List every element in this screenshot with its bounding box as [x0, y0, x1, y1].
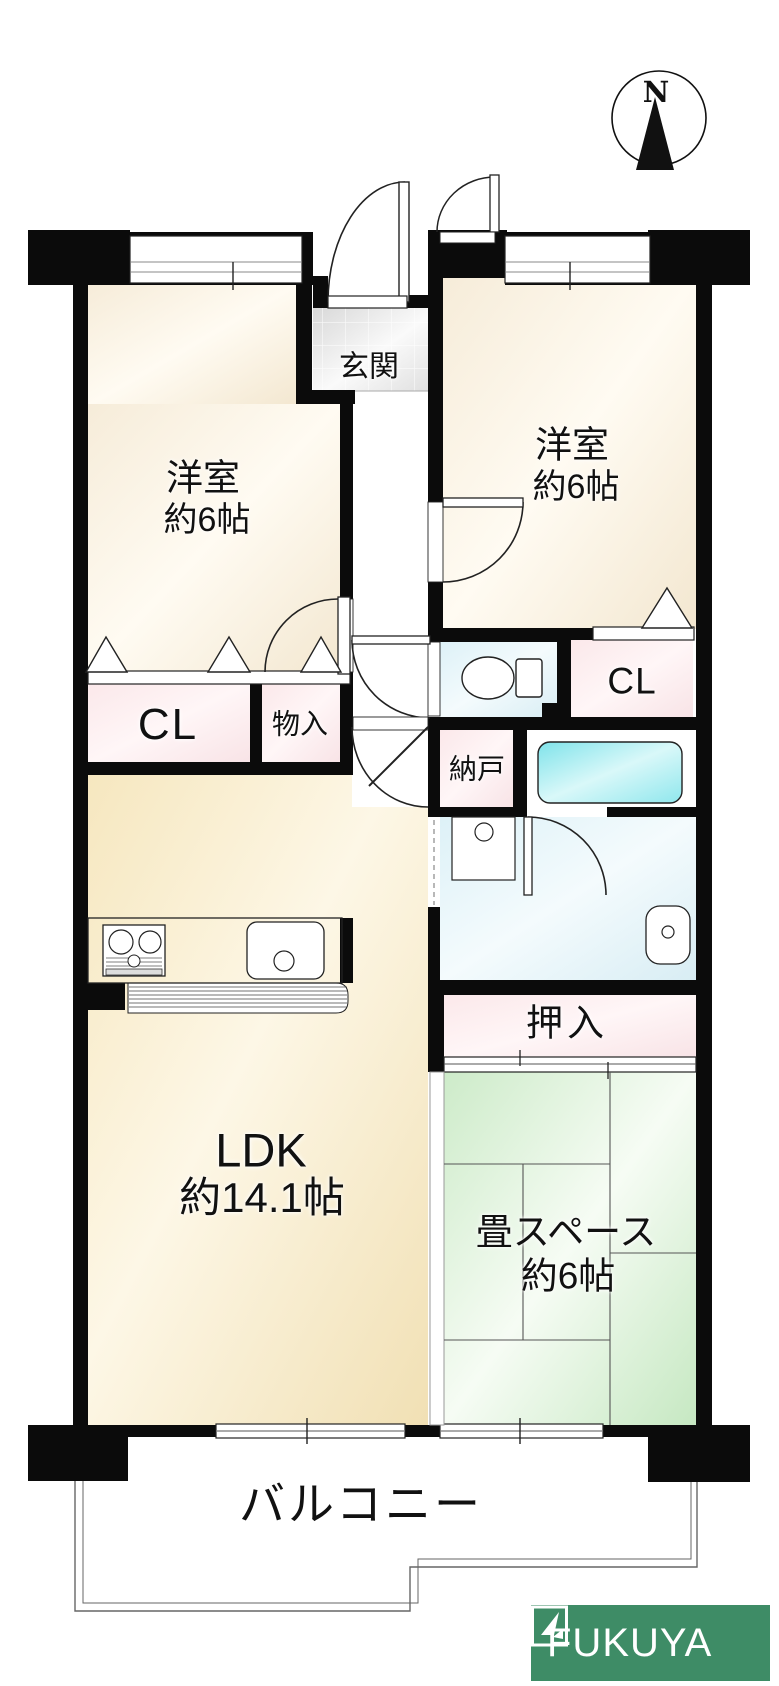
room-closet-right — [571, 640, 693, 718]
room-label-western-right: 洋室 — [535, 424, 609, 466]
room-label-tatami: 畳スペース — [475, 1211, 657, 1253]
pillar-top-right — [648, 230, 750, 285]
window-top-right — [504, 235, 651, 290]
doors — [264, 174, 607, 896]
ldk-tatami-partition — [429, 1071, 445, 1426]
room-size-western-right: 約6帖 — [532, 468, 620, 507]
room-fills — [88, 278, 696, 1425]
folding-door-icon — [299, 635, 343, 673]
fukuya-logo-text: FUKUYA — [547, 1620, 713, 1665]
balcony-outline — [74, 1481, 698, 1612]
room-tatami — [444, 1072, 696, 1425]
pillar-bottom-right — [648, 1425, 750, 1482]
kitchen-sink-icon — [246, 921, 325, 980]
washbasin-icon — [645, 905, 691, 965]
window-balcony-left — [215, 1418, 406, 1444]
folding-door-icon — [206, 635, 252, 673]
toilet-icon — [461, 656, 543, 700]
folding-door-icon — [640, 586, 694, 629]
closet-doors — [87, 626, 697, 1426]
compass-north-needle-icon — [636, 97, 674, 170]
room-storage — [440, 730, 513, 808]
closet-right-front — [592, 626, 695, 641]
folding-door-icon — [84, 635, 129, 673]
closet-left-front — [87, 670, 351, 685]
room-label-oshiire: 押入 — [526, 1002, 608, 1044]
room-size-western-left: 約6帖 — [163, 501, 251, 540]
room-size-tatami: 約6帖 — [520, 1255, 616, 1297]
wall-outer-left — [73, 285, 88, 1425]
entrance-side-door — [436, 174, 500, 244]
kitchen-counter-hatch — [127, 982, 349, 1014]
room-western-left — [88, 404, 341, 673]
bathtub-icon — [537, 741, 683, 804]
room-label-storage: 納戸 — [448, 753, 506, 785]
compass-north-label: N — [643, 75, 670, 109]
tatami-mat-lines — [444, 1072, 696, 1425]
room-closet-left — [88, 683, 250, 763]
room-label-western-left: 洋室 — [166, 457, 240, 499]
compass: N — [611, 70, 707, 170]
bedroom-right-door — [427, 497, 524, 583]
bedroom-left-door — [264, 596, 354, 675]
wall-outer-right — [696, 285, 712, 1425]
room-oshiire — [444, 994, 696, 1059]
window-top-left — [129, 235, 303, 290]
window-balcony-right — [439, 1418, 604, 1444]
room-label-balcony: バルコニー — [238, 1477, 484, 1530]
washroom-entry-dashed — [428, 817, 440, 907]
kitchen-counter — [87, 917, 343, 984]
washing-machine-icon — [451, 816, 516, 881]
room-label-entrance: 玄関 — [339, 350, 399, 384]
fukuya-logo: FUKUYA — [531, 1605, 770, 1681]
room-label-ldk: LDK — [215, 1123, 307, 1177]
entrance-door — [327, 181, 410, 309]
folding-door-marks — [84, 586, 694, 673]
room-label-storage-small: 物入 — [271, 708, 329, 740]
pillar-top-left — [28, 230, 130, 285]
room-ldk — [88, 775, 428, 1425]
stove-icon — [102, 924, 166, 977]
room-label-closet-right: CL — [607, 660, 657, 702]
room-western-left-upper — [88, 285, 297, 406]
toilet-door — [351, 635, 441, 719]
ldk-door — [351, 716, 429, 808]
bathroom-door — [523, 816, 607, 896]
windows — [129, 235, 651, 1444]
room-label-closet-left: CL — [137, 699, 199, 749]
oshiire-sliding-door — [443, 1050, 697, 1079]
room-storage-small — [262, 683, 340, 763]
room-size-ldk: 約14.1帖 — [179, 1173, 345, 1221]
fukuya-logo-mark-icon — [531, 1605, 568, 1647]
fixtures — [87, 656, 691, 1014]
entrance-tile-grid — [313, 308, 428, 391]
